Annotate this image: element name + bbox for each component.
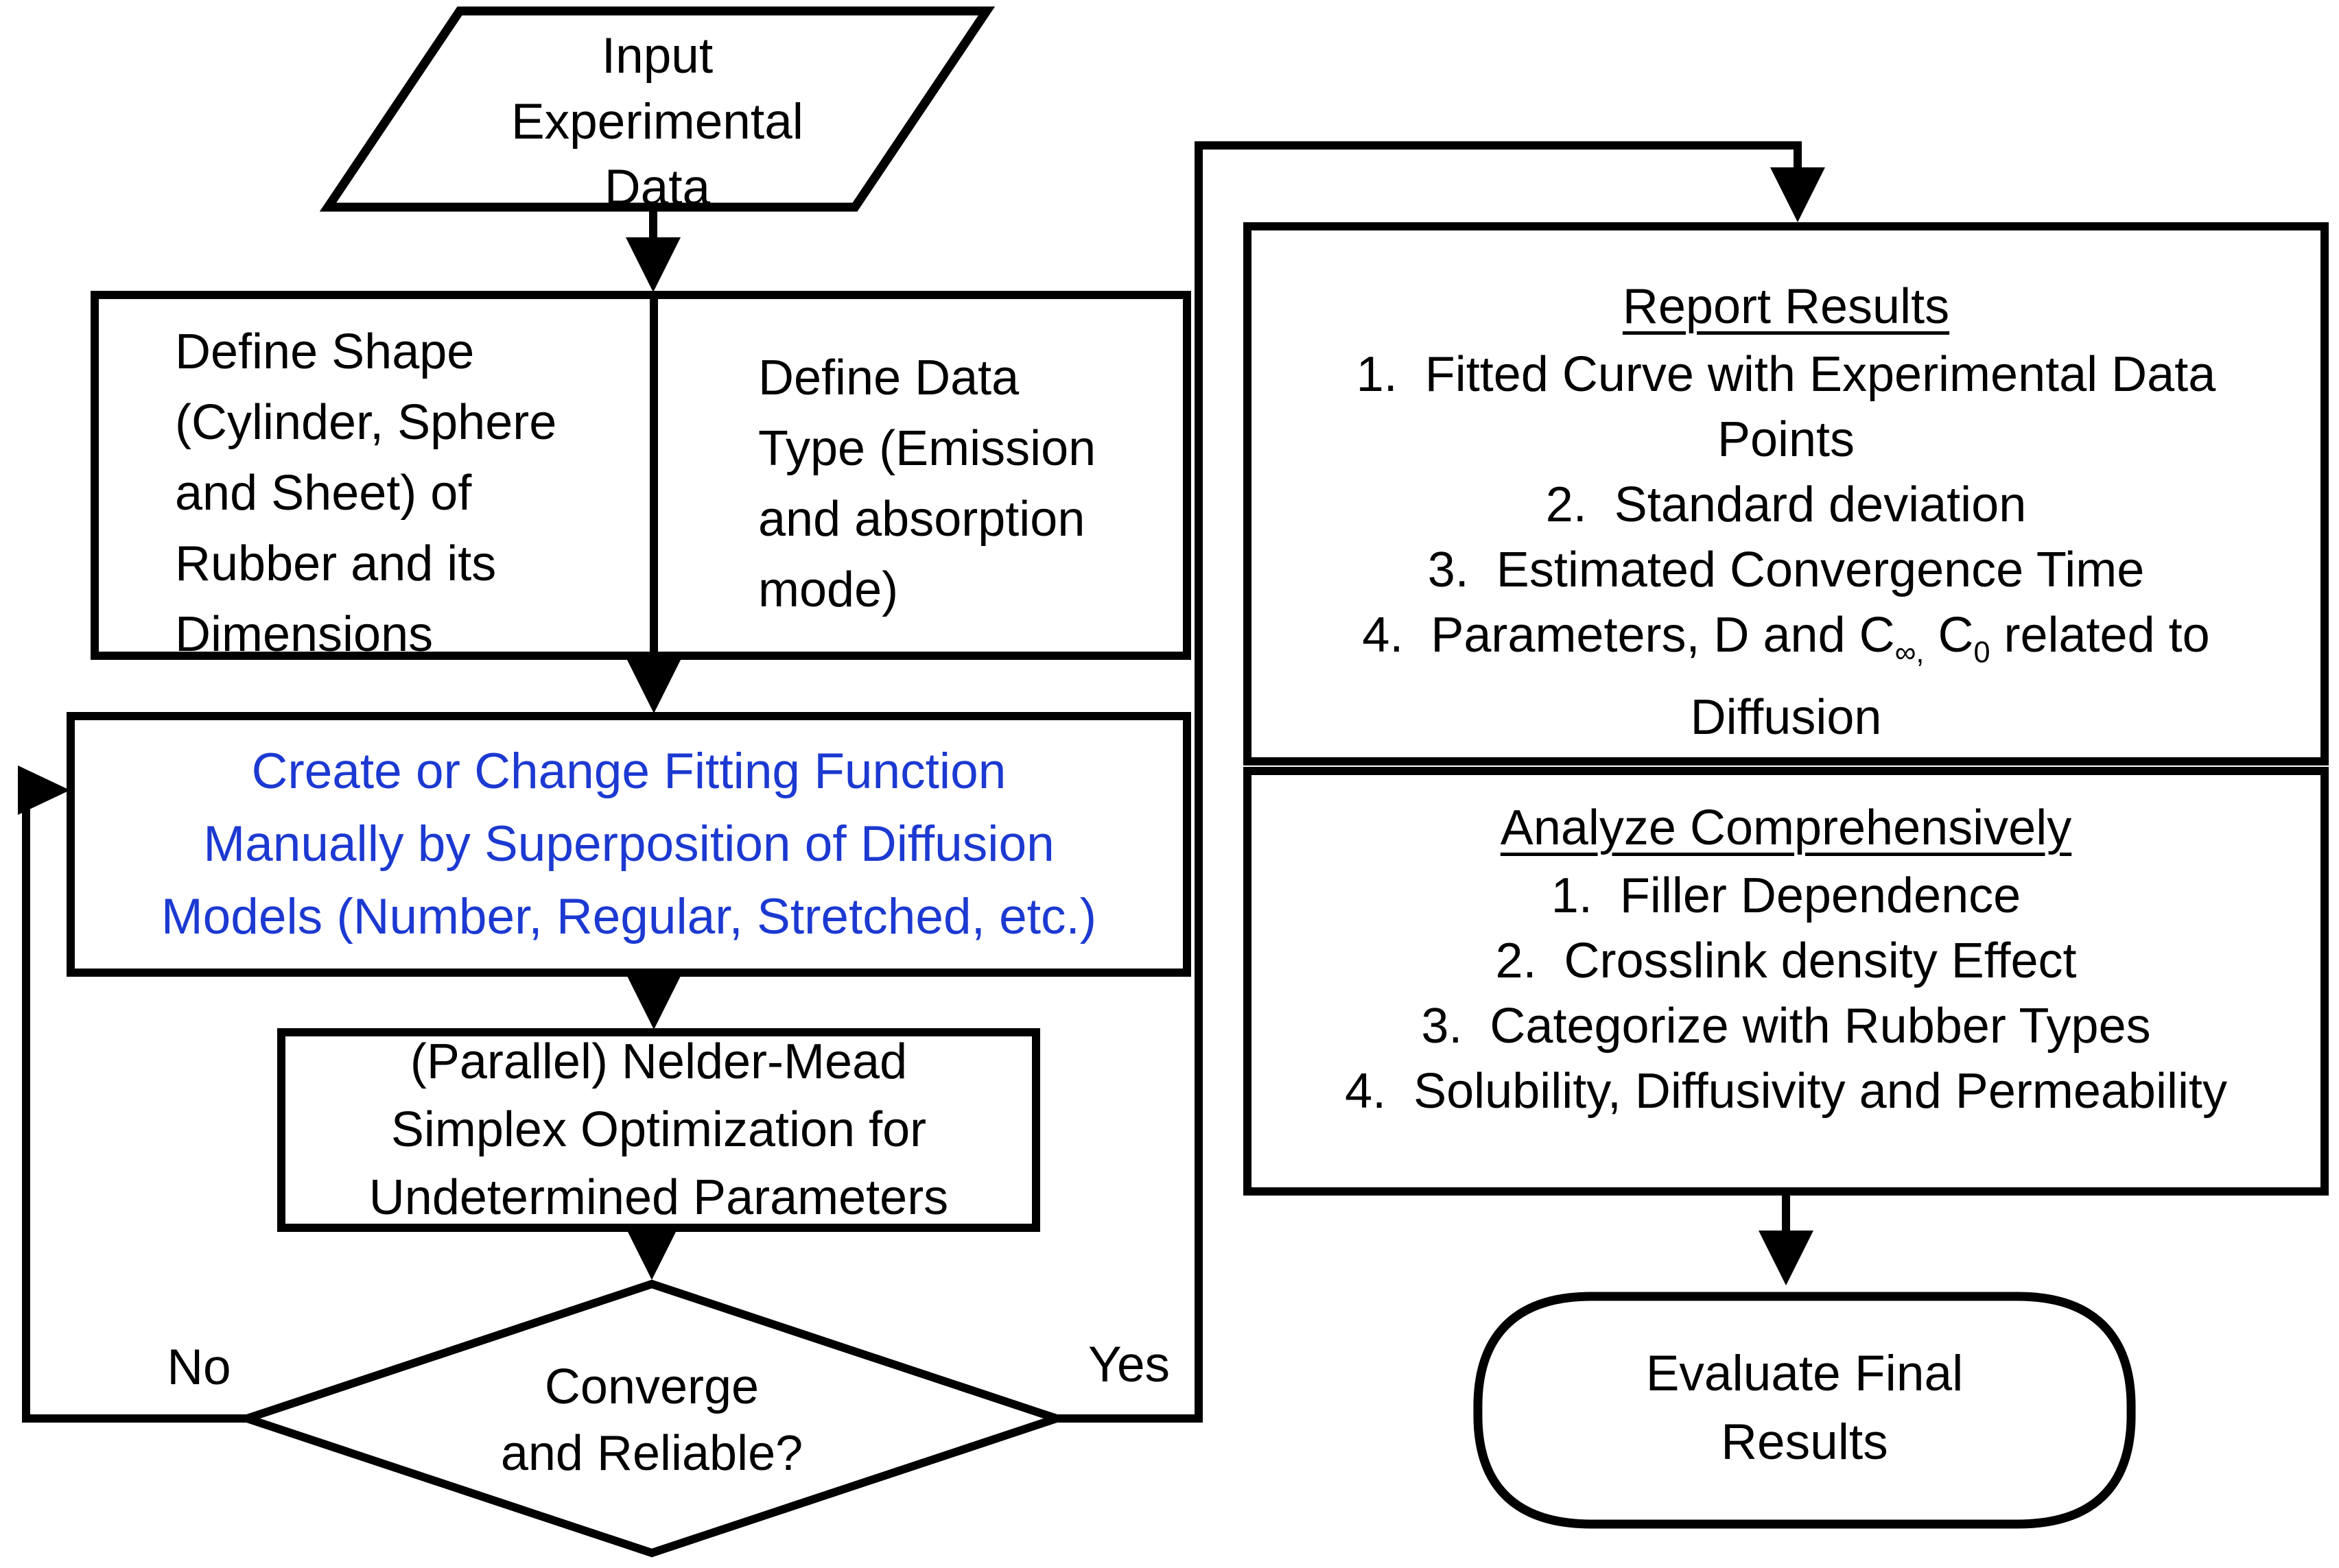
analyze-item: 1. Filler Dependence [1551,868,2021,923]
arrow-fitting-to-optimization-head [626,975,681,1030]
define-box-shape [91,291,1191,660]
arrow-optimization-to-decision-head [624,1225,679,1280]
evaluate-final-results-label: Evaluate Final Results [1645,1346,1964,1470]
report-item: 4. Parameters, D and C∞, C0 related to D… [1362,608,2210,746]
define-shape-label: Define Shape (Cylinder, Sphere and Sheet… [175,324,557,662]
report-item: 3. Estimated Convergence Time [1427,543,2145,597]
yes-branch-label: Yes [1088,1337,1171,1392]
optimization-label: (Parallel) Nelder-Mead Simplex Optimizat… [368,1034,949,1225]
report-item: 2. Standard deviation [1545,477,2027,532]
report-item: 1. Fitted Curve with Experimental Data P… [1356,347,2216,467]
decision-diamond-shape [233,1279,1070,1558]
arrow-define-to-fitting-head [626,658,681,713]
report-box-shape [1243,222,2329,765]
decision-label: Converge and Reliable? [500,1359,803,1481]
analyze-item: 2. Crosslink density Effect [1495,934,2077,988]
evaluate-terminator-shape [1473,1292,2136,1529]
define-data-type-label: Define Data Type (Emission and absorptio… [758,351,1096,617]
yes-arrowhead [1770,167,1825,222]
analyze-item: 3. Categorize with Rubber Types [1421,999,2151,1054]
input-label: Input Experimental Data [510,28,804,215]
analyze-title: Analyze Comprehensively [1500,800,2072,855]
analyze-item: 4. Solubility, Diffusivity and Permeabil… [1345,1064,2227,1119]
arrow-analyze-to-evaluate-head [1759,1231,1813,1285]
yes-path [1057,141,1802,1423]
report-results-panel: Report Results 1. Fitted Curve with Expe… [1247,226,2325,761]
arrow-input-to-define-head [626,237,681,292]
input-parallelogram-shape [319,6,996,212]
no-branch-label: No [167,1340,231,1395]
optimization-box-shape [277,1028,1040,1232]
fitting-function-label: Create or Change Fitting Function Manual… [161,744,1097,945]
no-feedback-arrowhead [18,765,70,815]
analyze-box-shape [1243,767,2329,1196]
report-results-title: Report Results [1622,279,1950,334]
fitting-box-shape [67,712,1191,977]
analyze-comprehensively-panel: Analyze Comprehensively 1. Filler Depend… [1247,771,2325,1191]
